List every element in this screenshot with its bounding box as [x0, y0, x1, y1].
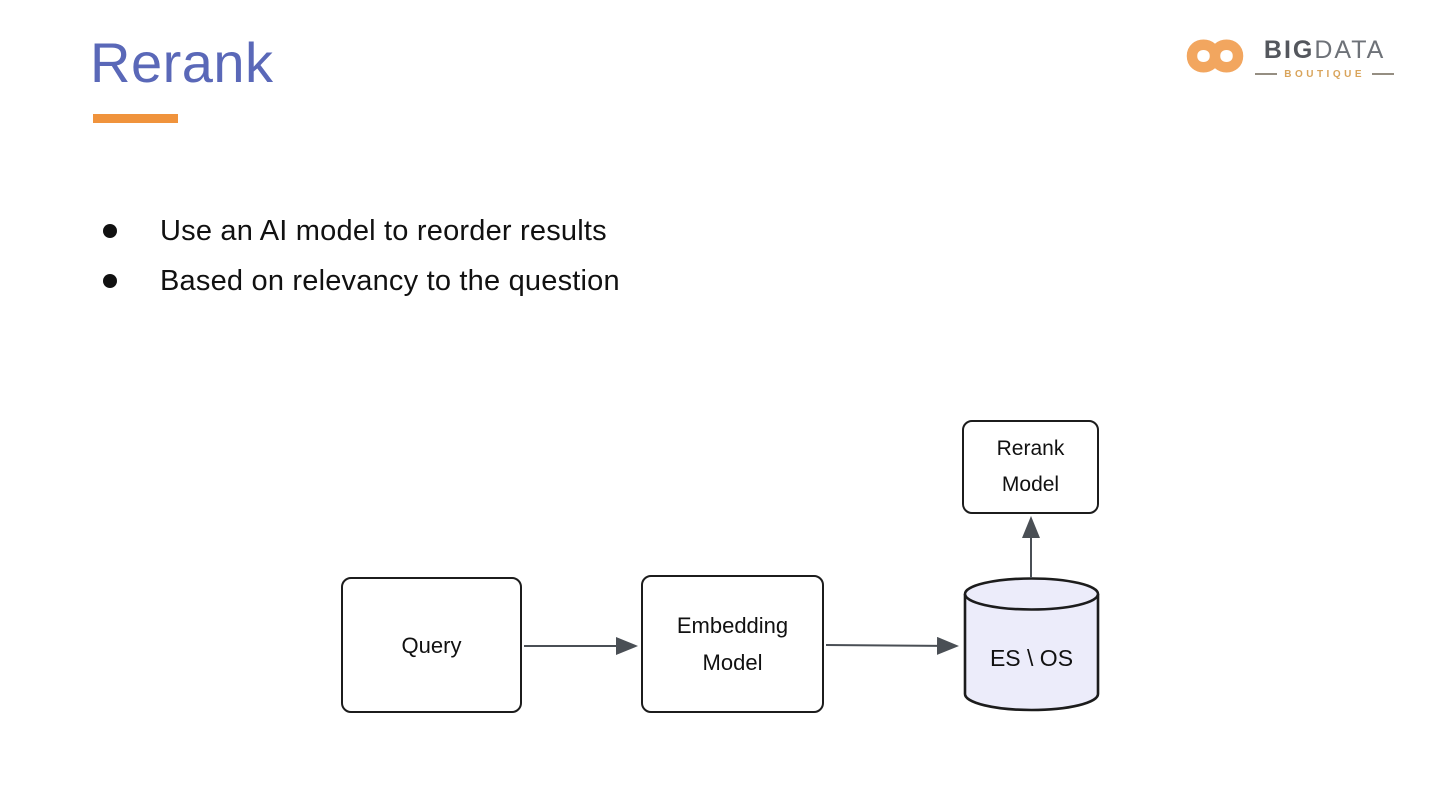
bullet-text: Use an AI model to reorder results [160, 214, 607, 247]
page-title: Rerank [90, 31, 274, 94]
bullet-dot [103, 274, 117, 288]
node-es-os-cylinder: ES \ OS [962, 576, 1101, 714]
node-rerank-line1: Rerank [996, 437, 1065, 460]
node-query: Query [341, 577, 522, 713]
bullet-list: Use an AI model to reorder results Based… [103, 206, 620, 306]
node-rerank-line2: Model [1001, 473, 1060, 496]
logo-word-big: BIG [1263, 35, 1315, 64]
list-item: Use an AI model to reorder results [103, 206, 620, 256]
bullet-text: Based on relevancy to the question [160, 264, 620, 297]
arrow-embedding-to-es-os [825, 636, 959, 655]
infinity-icon [1183, 28, 1247, 89]
node-embedding-model: Embedding Model [641, 575, 824, 713]
bullet-dot [103, 224, 117, 238]
node-embedding-line1: Embedding [676, 613, 789, 638]
logo: BIGDATA BOUTIQUE [1183, 28, 1394, 89]
title-accent-bar [93, 114, 178, 123]
node-query-label: Query [401, 632, 462, 658]
logo-subtitle-row: BOUTIQUE [1255, 69, 1394, 80]
logo-text: BIGDATA BOUTIQUE [1255, 35, 1394, 80]
node-rerank-model: Rerank Model [962, 420, 1099, 514]
logo-dash-left [1255, 73, 1278, 75]
logo-dash-right [1372, 73, 1394, 75]
node-es-os-label: ES \ OS [990, 645, 1073, 671]
logo-subtitle: BOUTIQUE [1284, 68, 1365, 80]
logo-wordmark: BIGDATA [1263, 35, 1386, 64]
node-embedding-line2: Model [702, 650, 763, 675]
list-item: Based on relevancy to the question [103, 256, 620, 306]
logo-word-data: DATA [1314, 35, 1386, 64]
